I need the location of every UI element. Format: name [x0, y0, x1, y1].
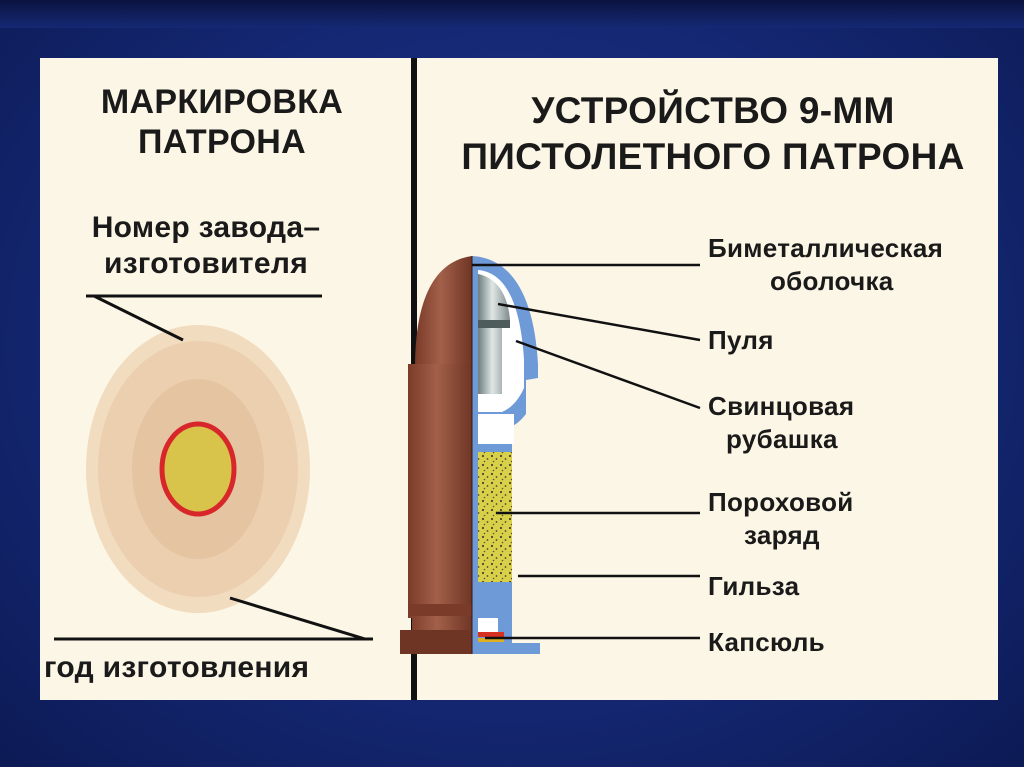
label-powder-line-1: Пороховой: [708, 487, 854, 517]
label-bullet: Пуля: [708, 325, 774, 355]
structure-title: УСТРОЙСТВО 9-ММ ПИСТОЛЕТНОГО ПАТРОНА: [423, 88, 1003, 180]
factory-label-line-2: изготовителя: [103, 247, 309, 280]
bullet-leader-line: [497, 302, 701, 342]
lead-leader-line: [515, 339, 701, 410]
label-powder-line-2: заряд: [744, 520, 820, 550]
label-primer: Капсюль: [708, 627, 825, 657]
label-powder: Пороховой заряд: [708, 486, 854, 552]
structure-title-line-2: ПИСТОЛЕТНОГО ПАТРОНА: [461, 136, 965, 177]
year-label: год изготовления: [44, 651, 310, 684]
label-jacket-line-2: оболочка: [770, 266, 894, 296]
label-lead: Свинцовая рубашка: [708, 390, 854, 456]
slide-top-band: [0, 0, 1024, 28]
factory-label-line-1: Номер завода–: [91, 211, 321, 244]
primer-ring: [159, 421, 237, 517]
diagram-graphics: [54, 256, 701, 654]
year-leader-line: [229, 596, 366, 641]
label-lead-line-2: рубашка: [726, 424, 838, 454]
label-case: Гильза: [708, 571, 800, 601]
cartridge-cross-section: [400, 256, 540, 654]
label-lead-line-1: Свинцовая: [708, 391, 855, 421]
label-jacket-line-1: Биметаллическая: [708, 233, 944, 263]
marking-title-line-1: МАРКИРОВКА: [100, 83, 344, 121]
cartridge-headstamp: [86, 325, 310, 613]
factory-leader-line: [93, 294, 184, 342]
powder-charge: [478, 452, 512, 582]
jacket-outer-nose: [415, 256, 472, 370]
primer-cap: [478, 632, 504, 637]
marking-title: МАРКИРОВКА ПАТРОНА: [62, 82, 382, 162]
case-rim: [400, 630, 472, 654]
structure-title-line-1: УСТРОЙСТВО 9-ММ: [531, 90, 895, 131]
marking-title-line-2: ПАТРОНА: [138, 123, 306, 161]
label-jacket: Биметаллическая оболочка: [708, 232, 943, 298]
case-outer-body: [408, 364, 472, 653]
air-gap: [478, 414, 514, 444]
diagram-card: МАРКИРОВКА ПАТРОНА Номер завода– изготов…: [40, 58, 998, 700]
factory-number-label: Номер завода– изготовителя: [56, 210, 356, 282]
